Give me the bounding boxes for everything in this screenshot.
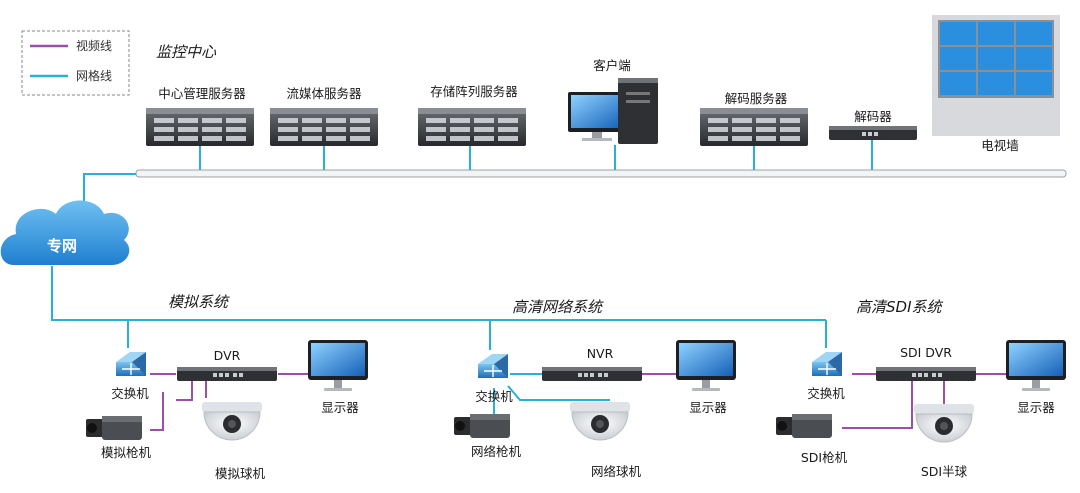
sdi-switch-icon	[811, 351, 843, 377]
network-dome-camera-label: 网络球机	[591, 464, 642, 479]
legend-video-line-label: 视频线	[76, 38, 112, 53]
decoder-icon	[829, 126, 917, 140]
analog-monitor-label: 显示器	[321, 400, 359, 415]
network-gun-camera-label: 网络枪机	[471, 444, 522, 459]
sdi-gun-camera-label: SDI枪机	[801, 450, 848, 465]
sdi-recorder-label: SDI DVR	[900, 345, 952, 360]
decoder-label: 解码器	[854, 109, 892, 124]
video-wall-panel	[940, 72, 976, 95]
cloud-label: 专网	[47, 237, 77, 255]
analog-gun-camera-icon	[86, 416, 142, 440]
video-wall-panel	[978, 72, 1014, 95]
monitoring-center-title: 监控中心	[156, 43, 217, 61]
video-wall-panel	[1016, 22, 1052, 45]
hd-sdi-system-title: 高清SDI系统	[856, 298, 943, 316]
hd-network-system-title: 高清网络系统	[512, 298, 604, 316]
hd-network-switch-label: 交换机	[475, 389, 513, 404]
video-wall-panel	[940, 47, 976, 70]
storage-server-label: 存储阵列服务器	[430, 84, 518, 99]
analog-switch-icon	[115, 351, 147, 377]
video-links	[150, 373, 1006, 431]
nvr-icon	[542, 367, 642, 381]
analog-switch-label: 交换机	[111, 386, 149, 401]
video-wall-icon	[932, 15, 1060, 136]
hd-network-recorder-label: NVR	[587, 346, 614, 361]
video-wall-panel	[1016, 72, 1052, 95]
analog-dome-camera-label: 模拟球机	[215, 466, 266, 481]
private-network-cloud: 专网	[0, 200, 130, 266]
backbone-bus	[135, 169, 1067, 178]
legend-network-line-label: 网格线	[76, 68, 112, 83]
client-pc-icon	[568, 78, 658, 144]
center-network-links	[51, 140, 873, 350]
video-wall-panel	[940, 22, 976, 45]
hd-network-monitor-icon	[676, 340, 736, 391]
video-wall-panel	[978, 22, 1014, 45]
storage-server-icon	[418, 108, 526, 146]
analog-monitor-icon	[308, 340, 368, 391]
legend-box	[21, 30, 130, 96]
sdi-dome-camera-icon	[913, 403, 975, 443]
sdi-dvr-icon	[876, 367, 976, 381]
media-server-label: 流媒体服务器	[286, 86, 362, 101]
analog-dvr-icon	[177, 367, 277, 381]
decode-server-icon	[700, 108, 808, 146]
legend: 视频线 网格线	[21, 30, 130, 96]
analog-recorder-label: DVR	[214, 348, 241, 363]
network-dome-camera-icon	[569, 401, 631, 441]
sdi-switch-label: 交换机	[807, 386, 845, 401]
sdi-monitor-icon	[1006, 340, 1066, 391]
mgmt-server-label: 中心管理服务器	[158, 86, 246, 101]
mgmt-server-icon	[146, 108, 254, 146]
client-label: 客户端	[593, 58, 631, 73]
video-wall-panel	[978, 47, 1014, 70]
sdi-dome-camera-label: SDI半球	[921, 464, 968, 479]
hd-network-switch-icon	[477, 353, 509, 379]
media-server-icon	[270, 108, 378, 146]
sdi-gun-camera-icon	[776, 414, 832, 438]
network-gun-camera-icon	[454, 414, 510, 438]
video-wall-label: 电视墙	[981, 138, 1019, 153]
sdi-monitor-label: 显示器	[1017, 400, 1055, 415]
analog-gun-camera-label: 模拟枪机	[101, 445, 152, 460]
decode-server-label: 解码服务器	[725, 91, 788, 106]
video-wall-panel	[1016, 47, 1052, 70]
analog-dome-camera-icon	[201, 401, 263, 441]
analog-system-title: 模拟系统	[168, 293, 230, 311]
hd-network-monitor-label: 显示器	[689, 400, 727, 415]
